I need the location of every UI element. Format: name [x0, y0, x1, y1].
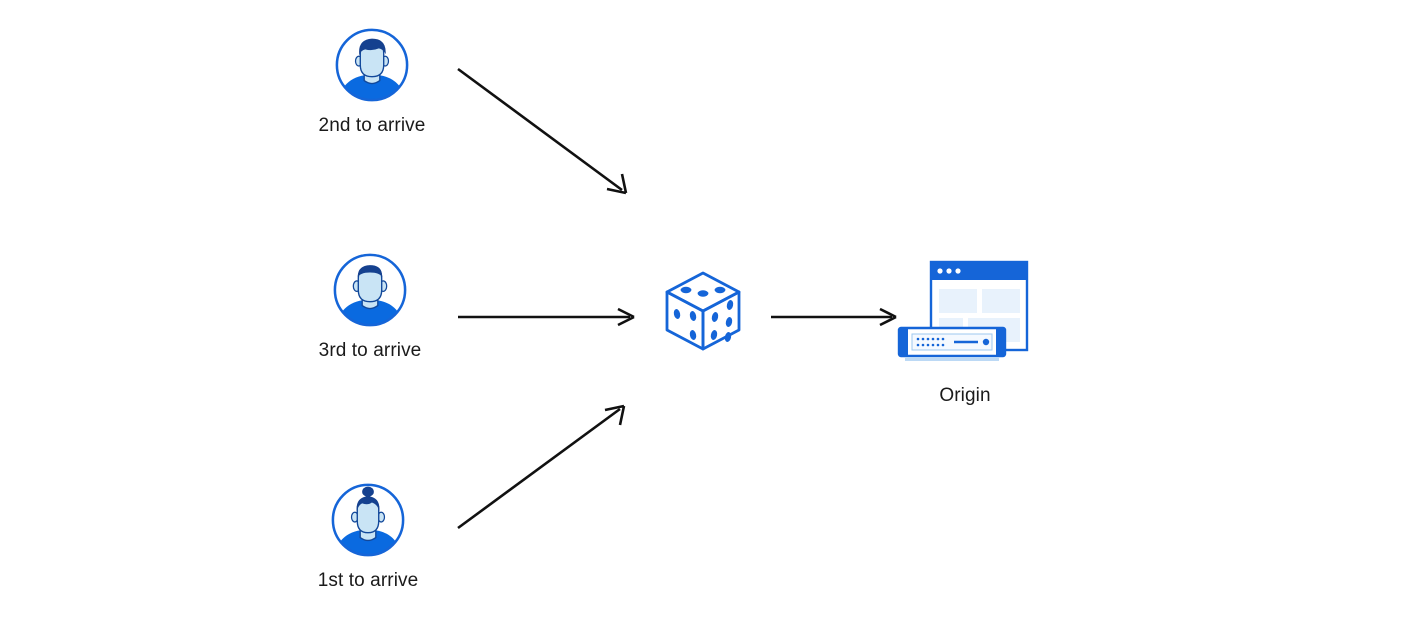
- origin-server-browser-icon: [897, 260, 1029, 361]
- node-user-second[interactable]: 2nd to arrive: [297, 26, 447, 137]
- user-avatar-female-bun-icon: [331, 483, 405, 557]
- node-randomizer[interactable]: [657, 265, 749, 362]
- arrow-third-to-dice: [458, 307, 635, 327]
- node-label-user-third: 3rd to arrive: [318, 340, 422, 361]
- node-label-origin: Origin: [939, 385, 991, 406]
- arrow-first-to-dice: [457, 404, 626, 530]
- user-avatar-male-short-hair-icon: [335, 28, 409, 102]
- dice-cube-icon: [665, 271, 741, 351]
- arrow-dice-to-origin: [771, 307, 897, 327]
- arrow-second-to-dice: [457, 67, 628, 195]
- node-origin[interactable]: Origin: [895, 258, 1035, 407]
- user-avatar-male-icon: [333, 253, 407, 327]
- node-label-user-second: 2nd to arrive: [318, 115, 426, 136]
- server-device-icon: [897, 326, 1007, 361]
- node-label-user-first: 1st to arrive: [317, 570, 419, 591]
- node-user-third[interactable]: 3rd to arrive: [295, 251, 445, 362]
- node-user-first[interactable]: 1st to arrive: [293, 481, 443, 592]
